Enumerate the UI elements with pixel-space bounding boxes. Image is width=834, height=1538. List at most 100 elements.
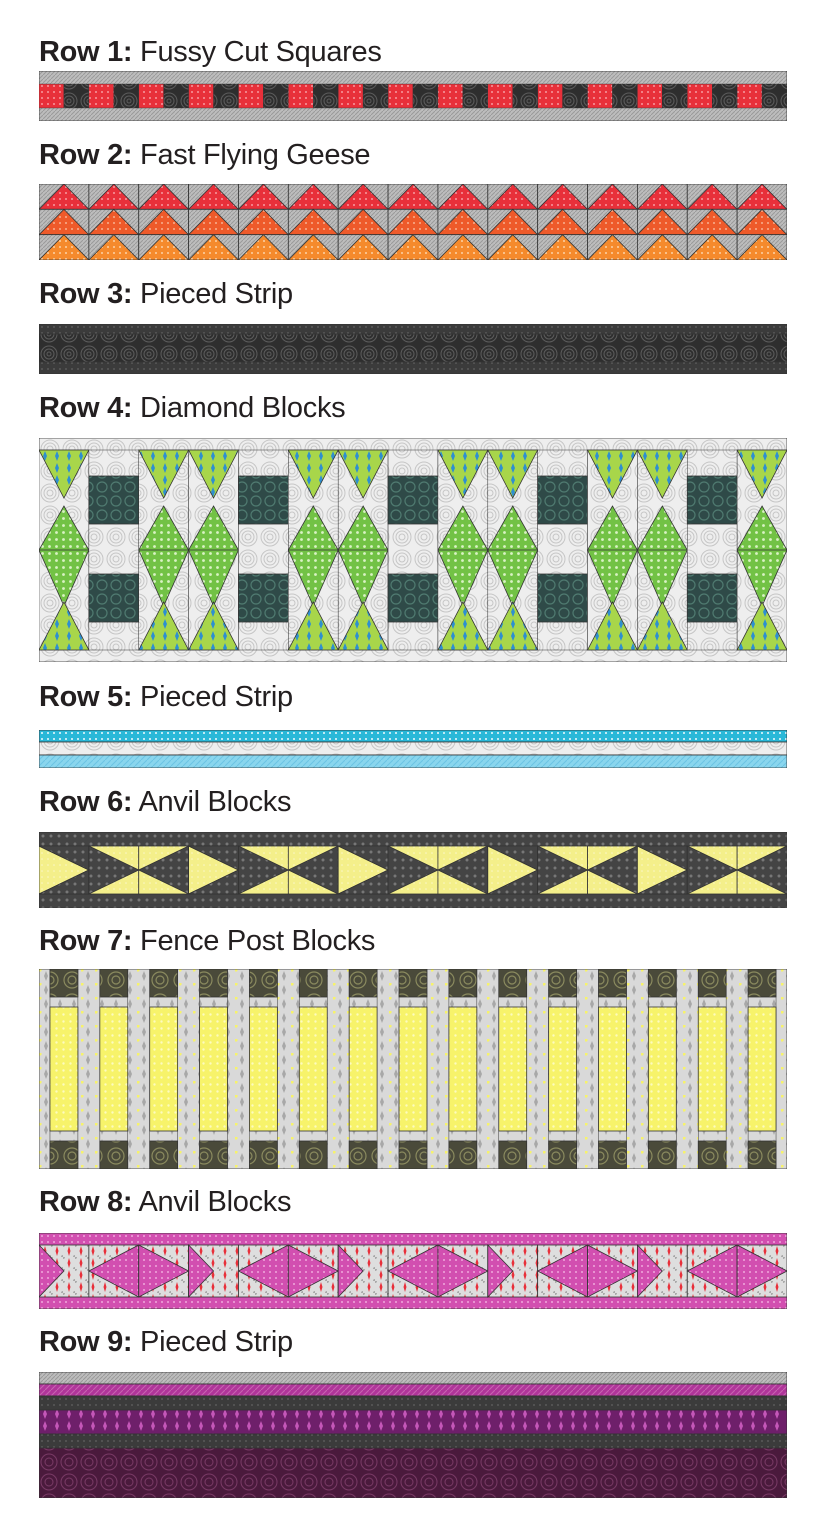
dark-square: [362, 83, 389, 109]
dark-triangle: [686, 845, 739, 895]
yellow-post: [298, 1006, 328, 1132]
goose-triangle: [287, 234, 339, 260]
top-triangle: [736, 449, 787, 499]
dark-square: [612, 83, 638, 109]
pink-triangle: [287, 1244, 340, 1298]
red-square: [437, 83, 464, 109]
row-4-illustration: [39, 438, 787, 662]
dark-square: [313, 83, 339, 109]
post-cap: [598, 969, 627, 998]
yellow-post: [398, 1006, 428, 1132]
red-square: [338, 83, 364, 109]
dark-triangle: [537, 845, 589, 895]
goose-triangle: [686, 234, 738, 260]
teal-square: [88, 475, 140, 525]
top-triangle: [138, 449, 190, 499]
teal-square: [537, 573, 588, 623]
post-base: [747, 1140, 777, 1169]
post-base: [548, 1140, 577, 1169]
post-cap: [99, 969, 129, 998]
bottom-triangle: [287, 601, 339, 651]
dark-square: [263, 83, 289, 109]
goose-triangle: [188, 234, 240, 260]
goose-triangle: [537, 234, 589, 260]
row-1-name: Fussy Cut Squares: [140, 36, 382, 68]
top-triangle: [287, 449, 339, 499]
row-3-band: [39, 324, 787, 374]
dark-triangle: [88, 845, 140, 895]
strip-middle: [39, 333, 787, 363]
post-base: [298, 1140, 328, 1169]
top-triangle: [437, 449, 489, 499]
goose-triangle: [39, 234, 90, 260]
dark-square: [63, 83, 90, 109]
row-9-band: [39, 1372, 787, 1498]
strip-magenta: [39, 1383, 787, 1397]
post-cap: [199, 969, 228, 998]
post-base: [49, 1140, 79, 1169]
pink-triangle: [337, 1244, 364, 1298]
strip-bottom: [39, 361, 787, 374]
goose-triangle: [337, 234, 389, 260]
yellow-post: [448, 1006, 478, 1132]
top-triangle: [39, 449, 90, 499]
dark-square: [412, 83, 439, 109]
dark-square: [113, 83, 139, 109]
row-5-band: [39, 730, 787, 768]
strip-dark: [39, 1395, 787, 1411]
row-2-band: [39, 184, 787, 260]
pink-triangle: [39, 1244, 65, 1298]
strip-middle: [39, 741, 787, 756]
dark-triangle: [238, 845, 290, 895]
pink-triangle: [437, 1244, 489, 1298]
red-square: [188, 83, 214, 109]
dark-corners: [487, 845, 539, 895]
goose-triangle: [237, 234, 289, 260]
teal-square: [387, 573, 439, 623]
strip-bottom: [39, 754, 787, 768]
yellow-post: [747, 1006, 777, 1132]
row-8-title: Row 8: Anvil Blocks: [39, 1186, 291, 1218]
red-square: [39, 83, 65, 109]
row-7-prefix: Row 7:: [39, 925, 133, 957]
bottom-triangle: [337, 601, 389, 651]
pink-triangle: [736, 1244, 787, 1298]
goose-triangle: [586, 234, 638, 260]
row-6-illustration: [39, 832, 787, 908]
row-3-title: Row 3: Pieced Strip: [39, 278, 293, 310]
dark-corners: [637, 845, 689, 895]
red-square: [88, 83, 114, 109]
row-7-illustration: [39, 969, 787, 1169]
post-cap: [548, 969, 577, 998]
row-2-name: Fast Flying Geese: [140, 139, 371, 171]
teal-square: [88, 573, 140, 623]
row-6-band: [39, 832, 787, 908]
row-3-name: Pieced Strip: [140, 278, 293, 310]
red-square: [736, 83, 763, 109]
post-base: [647, 1140, 677, 1169]
yellow-post: [697, 1006, 727, 1132]
red-square: [687, 83, 713, 109]
row-5-prefix: Row 5:: [39, 681, 133, 713]
row-8-name: Anvil Blocks: [138, 1186, 292, 1218]
pink-triangle: [587, 1244, 639, 1298]
dark-square: [462, 83, 489, 109]
strip-plum: [39, 1447, 787, 1498]
post-base: [149, 1140, 179, 1169]
yellow-post: [598, 1006, 627, 1132]
red-square: [387, 83, 414, 109]
post-base: [99, 1140, 129, 1169]
teal-square: [238, 573, 289, 623]
top-triangle: [487, 449, 539, 499]
strip-dark: [39, 1433, 787, 1449]
row-1-prefix: Row 1:: [39, 36, 133, 68]
row-7-title: Row 7: Fence Post Blocks: [39, 925, 375, 957]
post-cap: [298, 969, 328, 998]
teal-square: [238, 475, 289, 525]
row-9-name: Pieced Strip: [140, 1326, 293, 1358]
teal-square: [537, 475, 588, 525]
top-triangle: [586, 449, 639, 499]
row-4-name: Diamond Blocks: [140, 392, 346, 424]
red-square: [487, 83, 513, 109]
goose-triangle: [736, 234, 787, 260]
